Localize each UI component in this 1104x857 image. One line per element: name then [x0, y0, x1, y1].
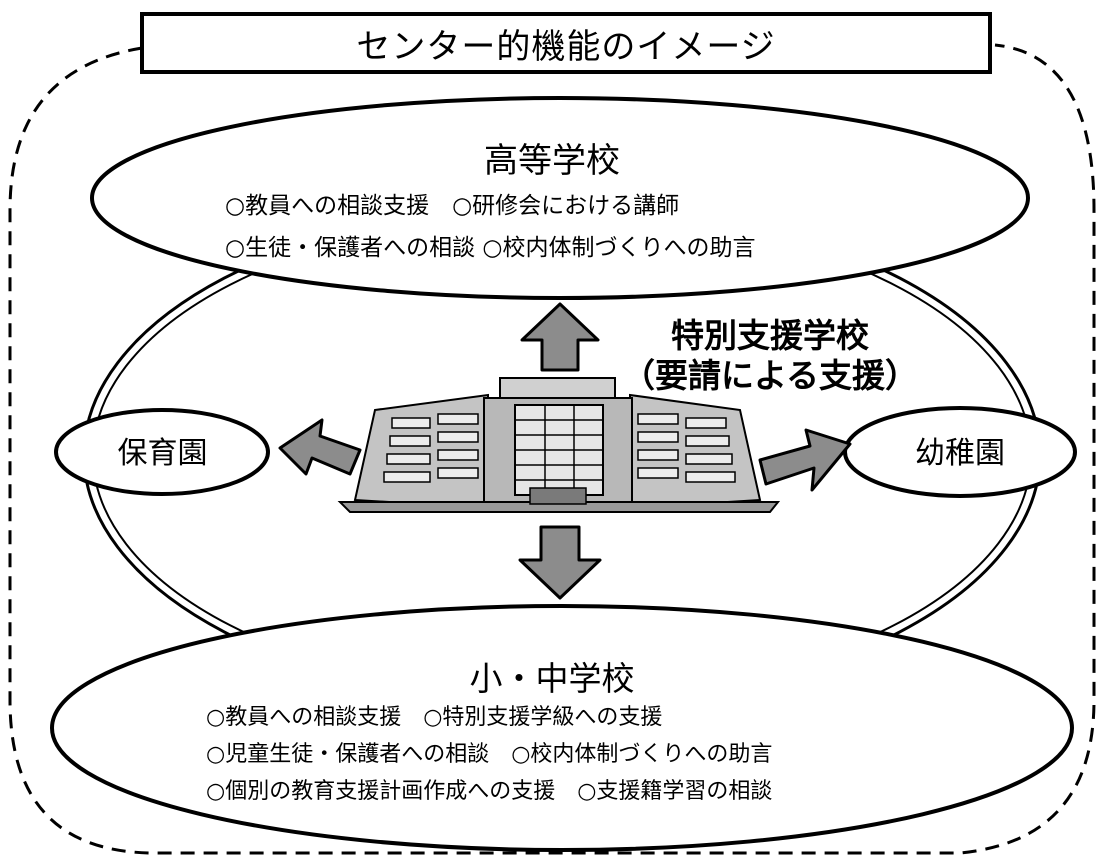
school-building-icon [337, 377, 781, 513]
nursery-label: 保育園 [117, 436, 208, 471]
elementary-junior-line-1: ○教員への相談支援 ○特別支援学級への支援 [206, 705, 663, 730]
high-school-line-2: ○生徒・保護者への相談 ○校内体制づくりへの助言 [225, 235, 756, 261]
arrow-up-icon [520, 302, 600, 372]
elementary-junior-line-3: ○個別の教育支援計画作成への支援 ○支援籍学習の相談 [206, 779, 773, 804]
arrow-right-icon [758, 428, 852, 492]
arrow-left-icon [278, 418, 362, 476]
special-school-title-line-1: 特別支援学校 [671, 316, 869, 355]
dashed-outer-border [8, 43, 1096, 855]
special-school-title: 特別支援学校 （要請による支援） [610, 316, 930, 395]
special-school-title-line-2: （要請による支援） [621, 355, 918, 395]
diagram-title: センター的機能のイメージ [140, 12, 992, 74]
high-school-line-1: ○教員への相談支援 ○研修会における講師 [225, 193, 680, 219]
high-school-title: 高等学校 [484, 141, 620, 181]
elementary-junior-line-2: ○児童生徒・保護者への相談 ○校内体制づくりへの助言 [206, 742, 773, 767]
arrow-down-icon [518, 525, 602, 600]
kindergarten-label: 幼稚園 [915, 436, 1005, 471]
elementary-junior-ellipse [50, 604, 1074, 852]
high-school-ellipse [90, 96, 1030, 300]
elementary-junior-title: 小・中学校 [469, 659, 635, 698]
nursery-ellipse [54, 408, 270, 496]
